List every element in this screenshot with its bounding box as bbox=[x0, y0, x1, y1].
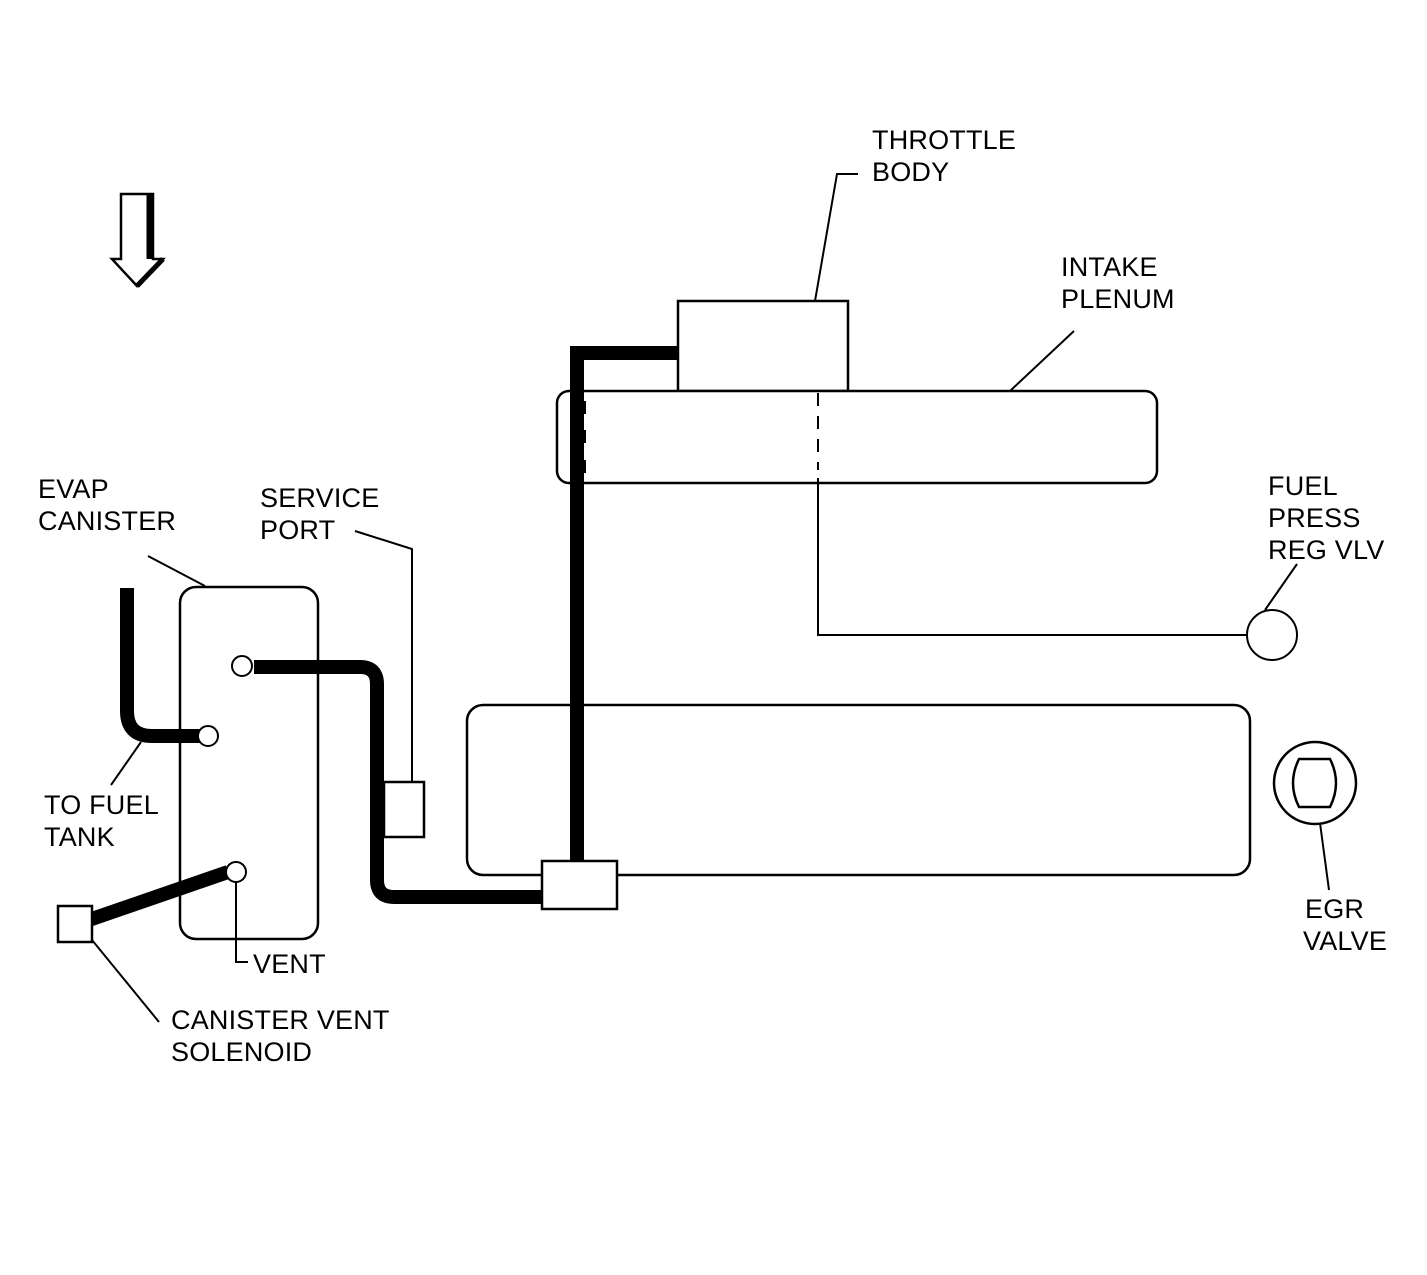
engine-block bbox=[465, 703, 1252, 877]
intake-plenum bbox=[555, 389, 1159, 485]
service-port-label: SERVICE PORT bbox=[260, 482, 379, 546]
label-line: PRESS bbox=[1268, 503, 1361, 533]
label-line: TO FUEL bbox=[44, 790, 159, 820]
fuel-press-reg-vlv-label: FUEL PRESS REG VLV bbox=[1268, 470, 1384, 566]
egr-valve-label: EGR VALVE bbox=[1303, 893, 1387, 957]
label-line: BODY bbox=[872, 157, 950, 187]
intake-plenum-leader bbox=[1009, 330, 1075, 392]
label-line: INTAKE bbox=[1061, 252, 1158, 282]
label-line: CANISTER VENT bbox=[171, 1005, 390, 1035]
canister-vent-solenoid bbox=[56, 904, 94, 944]
label-line: REG VLV bbox=[1268, 535, 1385, 565]
label-line: THROTTLE bbox=[872, 125, 1017, 155]
label-line: SERVICE bbox=[260, 483, 380, 513]
label-line: EGR bbox=[1305, 894, 1365, 924]
throttle-body-label: THROTTLE BODY bbox=[872, 124, 1016, 188]
canister-purge-port bbox=[231, 655, 253, 677]
vent-leader bbox=[235, 882, 248, 963]
service-port bbox=[382, 780, 426, 839]
fpr-vacuum-line bbox=[817, 478, 1247, 636]
canister-vent-port bbox=[225, 861, 247, 883]
service-port-leader bbox=[354, 530, 413, 782]
fuel-press-reg-vlv bbox=[1246, 609, 1298, 661]
label-line: CANISTER bbox=[38, 506, 177, 536]
label-line: PORT bbox=[260, 515, 336, 545]
purge-vacuum-hose bbox=[570, 346, 678, 862]
label-line: SOLENOID bbox=[171, 1037, 313, 1067]
vent-hose bbox=[83, 865, 231, 928]
to-fuel-tank-label: TO FUEL TANK bbox=[44, 789, 159, 853]
throttle-body bbox=[676, 299, 850, 393]
fpr-leader bbox=[1264, 563, 1298, 611]
fuel-tank-leader bbox=[110, 741, 142, 786]
purge-solenoid bbox=[540, 859, 619, 911]
label-line: FUEL bbox=[1268, 471, 1338, 501]
canister-vent-solenoid-leader bbox=[91, 939, 160, 1023]
label-line: VALVE bbox=[1303, 926, 1388, 956]
canister-purge-hose bbox=[254, 660, 543, 904]
fuel-tank-hose bbox=[120, 588, 200, 743]
evap-canister-label: EVAP CANISTER bbox=[38, 473, 176, 537]
canister-vent-solenoid-label: CANISTER VENT SOLENOID bbox=[171, 1004, 390, 1068]
label-line: TANK bbox=[44, 822, 115, 852]
evap-canister-leader bbox=[147, 555, 206, 587]
intake-plenum-label: INTAKE PLENUM bbox=[1061, 251, 1175, 315]
throttle-body-leader bbox=[814, 173, 858, 302]
label-line: VENT bbox=[253, 949, 326, 979]
egr-valve bbox=[1272, 740, 1358, 826]
label-line: PLENUM bbox=[1061, 284, 1175, 314]
canister-tank-port bbox=[197, 725, 219, 747]
evap-canister bbox=[178, 585, 320, 941]
vent-label: VENT bbox=[253, 948, 326, 980]
label-line: EVAP bbox=[38, 474, 109, 504]
egr-valve-leader bbox=[1319, 822, 1330, 891]
down-arrow-icon bbox=[109, 192, 166, 288]
